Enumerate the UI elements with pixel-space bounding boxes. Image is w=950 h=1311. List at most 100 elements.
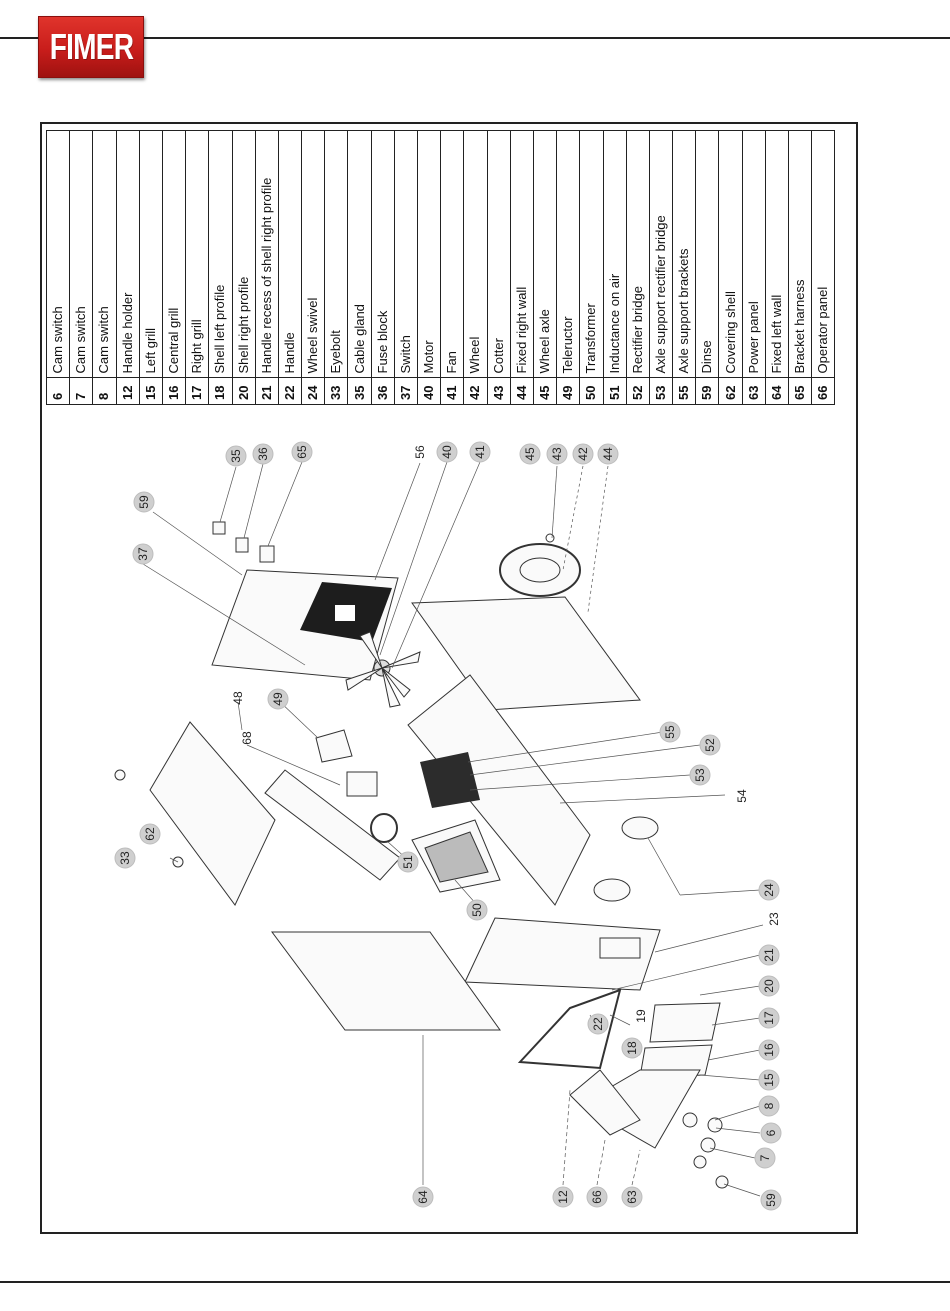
- callout-21: 21: [758, 944, 780, 966]
- callout-label: 12: [556, 1190, 570, 1204]
- leader-lines: [142, 461, 764, 1197]
- callout-label: 64: [416, 1190, 430, 1204]
- callout-label: 45: [523, 447, 537, 461]
- callout-52: 52: [699, 734, 721, 756]
- wheel: [499, 543, 581, 597]
- callout-label: 16: [762, 1043, 776, 1057]
- callout-label: 37: [136, 547, 150, 561]
- callout-label: 24: [762, 883, 776, 897]
- wheel-hub: [519, 557, 561, 583]
- callout-24: 24: [758, 879, 780, 901]
- grille-hub: [335, 605, 355, 621]
- callout-42: 42: [572, 443, 594, 465]
- callout-label: 59: [137, 495, 151, 509]
- cable-gland: [212, 521, 226, 535]
- swivel-wheel-rear: [621, 816, 659, 840]
- callout-16: 16: [758, 1039, 780, 1061]
- callout-55: 55: [659, 721, 681, 743]
- callout-label: 53: [693, 768, 707, 782]
- transformer-core: [424, 831, 489, 883]
- callout-label: 42: [576, 447, 590, 461]
- header-rule: [0, 37, 950, 39]
- callout-66: 66: [586, 1186, 608, 1208]
- callout-62: 62: [139, 823, 161, 845]
- handle: [517, 988, 622, 1070]
- callout-label: 20: [762, 979, 776, 993]
- fixed-right-wall: [411, 596, 641, 711]
- callout-label: 7: [758, 1154, 772, 1161]
- right-grill: [649, 1002, 721, 1043]
- callout-label: 65: [295, 445, 309, 459]
- part-drawings: [114, 521, 729, 1189]
- callout-label: 63: [625, 1190, 639, 1204]
- callout-6: 6: [760, 1122, 782, 1144]
- callout-label: 55: [663, 725, 677, 739]
- callout-49: 49: [267, 688, 289, 710]
- callout-8: 8: [758, 1095, 780, 1117]
- label-68: 68: [240, 731, 254, 745]
- cotter: [545, 533, 555, 543]
- plain-labels: 56 48 68 54 23 19: [231, 445, 781, 1023]
- callout-45: 45: [519, 443, 541, 465]
- callout-label: 52: [703, 738, 717, 752]
- front-chassis-plate: [464, 917, 661, 991]
- inductance: [370, 813, 398, 843]
- fimer-logo: FIMER: [38, 16, 144, 78]
- callout-15: 15: [758, 1069, 780, 1091]
- callout-65: 65: [291, 441, 313, 463]
- plate-window: [599, 937, 641, 959]
- callout-label: 15: [762, 1073, 776, 1087]
- callout-label: 36: [256, 447, 270, 461]
- fan: [345, 631, 421, 708]
- swivel-wheel-front: [593, 878, 631, 902]
- callout-53: 53: [689, 764, 711, 786]
- callout-36: 36: [252, 443, 274, 465]
- dinse-b: [715, 1175, 729, 1189]
- rectifier-bridge: [420, 752, 480, 808]
- callout-label: 66: [590, 1190, 604, 1204]
- callout-label: 8: [762, 1102, 776, 1109]
- chassis-base: [407, 674, 591, 906]
- callout-18: 18: [621, 1037, 643, 1059]
- covering-shell: [149, 721, 276, 906]
- callout-label: 40: [440, 445, 454, 459]
- dinse-a: [693, 1155, 707, 1169]
- callout-44: 44: [597, 443, 619, 465]
- callout-51: 51: [397, 851, 419, 873]
- callout-50: 50: [466, 899, 488, 921]
- callout-37: 37: [132, 543, 154, 565]
- callout-22: 22: [587, 1013, 609, 1035]
- callout-label: 17: [762, 1011, 776, 1025]
- callout-label: 33: [118, 851, 132, 865]
- fuse-block: [235, 537, 249, 553]
- callout-label: 35: [229, 449, 243, 463]
- callout-40: 40: [436, 441, 458, 463]
- callout-64: 64: [412, 1186, 434, 1208]
- teleructor: [315, 729, 353, 763]
- callout-59-top: 59: [133, 491, 155, 513]
- footer-rule: [0, 1281, 950, 1283]
- callout-12: 12: [552, 1186, 574, 1208]
- callout-label: 62: [143, 827, 157, 841]
- callout-label: 18: [625, 1041, 639, 1055]
- callout-label: 59: [764, 1193, 778, 1207]
- callout-label: 43: [550, 447, 564, 461]
- label-48: 48: [231, 691, 245, 705]
- relay: [346, 771, 378, 797]
- operator-panel: [569, 1069, 641, 1136]
- eyebolt-b: [114, 769, 126, 781]
- label-54: 54: [735, 789, 749, 803]
- label-56: 56: [413, 445, 427, 459]
- callout-label: 6: [764, 1129, 778, 1136]
- callout-17: 17: [758, 1007, 780, 1029]
- callout-7: 7: [754, 1147, 776, 1169]
- logo-text: FIMER: [49, 26, 133, 67]
- callout-label: 41: [473, 445, 487, 459]
- callout-label: 51: [401, 855, 415, 869]
- callout-label: 22: [591, 1017, 605, 1031]
- callout-59-bottom: 59: [760, 1189, 782, 1211]
- cam-switch-a: [682, 1112, 698, 1128]
- fixed-left-wall: [271, 931, 501, 1031]
- callout-43: 43: [546, 443, 568, 465]
